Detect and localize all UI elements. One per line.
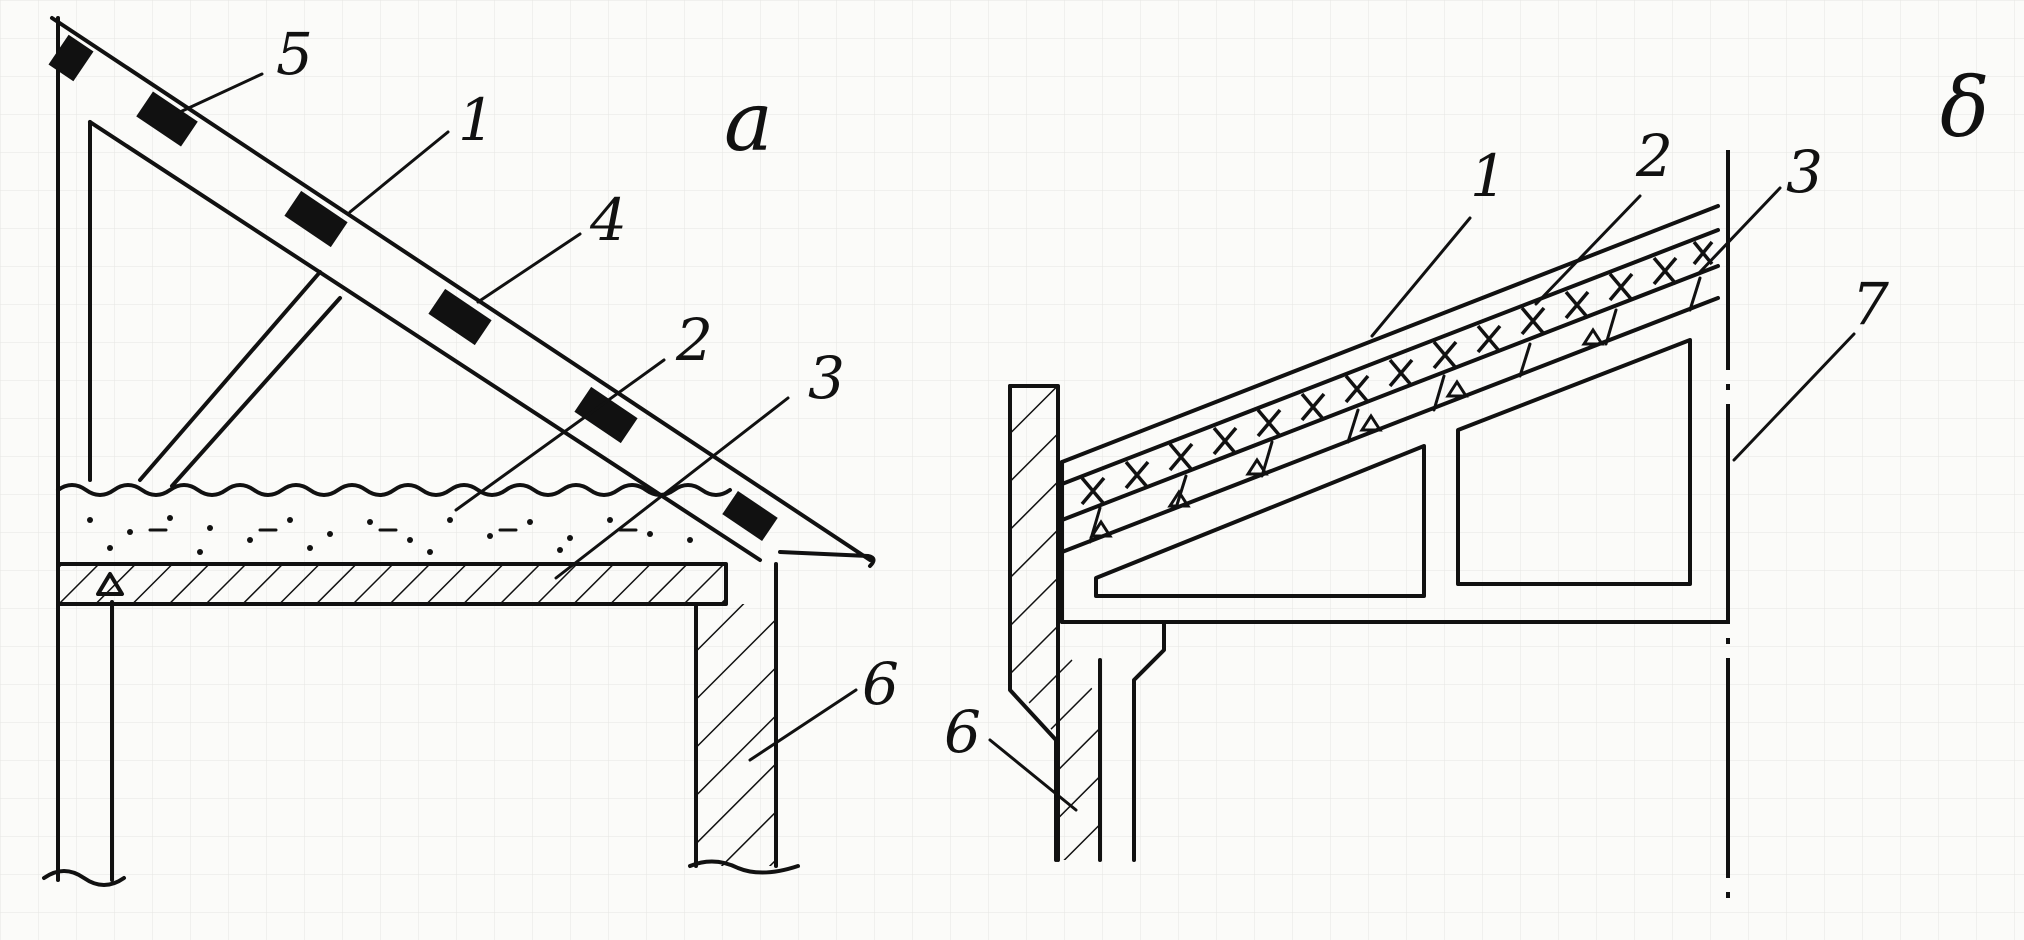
callout-b-2: 2 — [1635, 122, 1673, 190]
leader-b-1 — [1370, 216, 1472, 338]
callout-b-6: 6 — [944, 698, 981, 766]
panel-b-insulation-crosses — [1080, 240, 1714, 506]
leader-a-1 — [348, 130, 450, 214]
panel-a-floor-slab — [58, 564, 726, 604]
callout-a-4: 4 — [589, 186, 627, 254]
panel-a-insulation-dots — [87, 515, 693, 555]
leader-b-2 — [1534, 194, 1642, 306]
panel-b-left-wall — [1010, 386, 1100, 860]
panel-b-layer-1 — [1060, 228, 1720, 486]
panel-a-strut-2 — [170, 296, 342, 488]
callout-a-2: 2 — [675, 306, 713, 374]
panel-b-layer-2 — [1060, 264, 1720, 522]
callout-a-3: 3 — [808, 344, 845, 412]
leader-a-3 — [554, 396, 790, 580]
panel-a-drawing — [42, 16, 876, 887]
leader-a-5 — [178, 72, 264, 114]
panel-a-floor-slab-outline — [56, 562, 728, 606]
leader-a-2 — [454, 358, 666, 512]
panel-b-layer-3 — [1060, 296, 1720, 554]
panel-a-strut-1 — [138, 270, 322, 482]
panel-a-eave-gutter — [778, 550, 876, 568]
leader-b-6 — [988, 738, 1078, 812]
leader-a-6 — [748, 688, 858, 762]
panel-a-title: a — [724, 75, 773, 170]
leader-a-4 — [476, 232, 582, 304]
leader-b-7 — [1732, 332, 1856, 462]
panel-a-right-wall — [696, 604, 776, 866]
panel-b-column — [1132, 620, 1166, 862]
panel-b-title: δ — [1940, 61, 1989, 156]
panel-b-roof-top — [1060, 204, 1720, 464]
leader-b-3 — [1698, 186, 1782, 274]
panel-b-truss-opening-1 — [1094, 444, 1426, 598]
panel-a-roof-underside — [88, 120, 762, 562]
callout-a-5: 5 — [276, 20, 313, 88]
panel-b-drawing — [988, 150, 1856, 910]
callout-b-1: 1 — [1470, 142, 1507, 210]
panel-b-beam-bottom — [1060, 550, 1730, 624]
panel-a-roof-tiles — [48, 34, 778, 542]
callout-b-7: 7 — [1852, 270, 1889, 338]
panel-a-ground-break-right — [688, 859, 800, 875]
panel-a-ground-break-left — [42, 869, 126, 887]
callout-a-6: 6 — [862, 650, 899, 718]
callout-b-3: 3 — [1786, 138, 1823, 206]
panel-a-insulation-wave — [56, 483, 732, 497]
callout-a-1: 1 — [458, 86, 495, 154]
panel-a-concrete-triangle — [96, 572, 124, 596]
panel-b-truss-opening-2 — [1456, 338, 1692, 586]
panel-b-slab-segments — [1088, 276, 1702, 544]
